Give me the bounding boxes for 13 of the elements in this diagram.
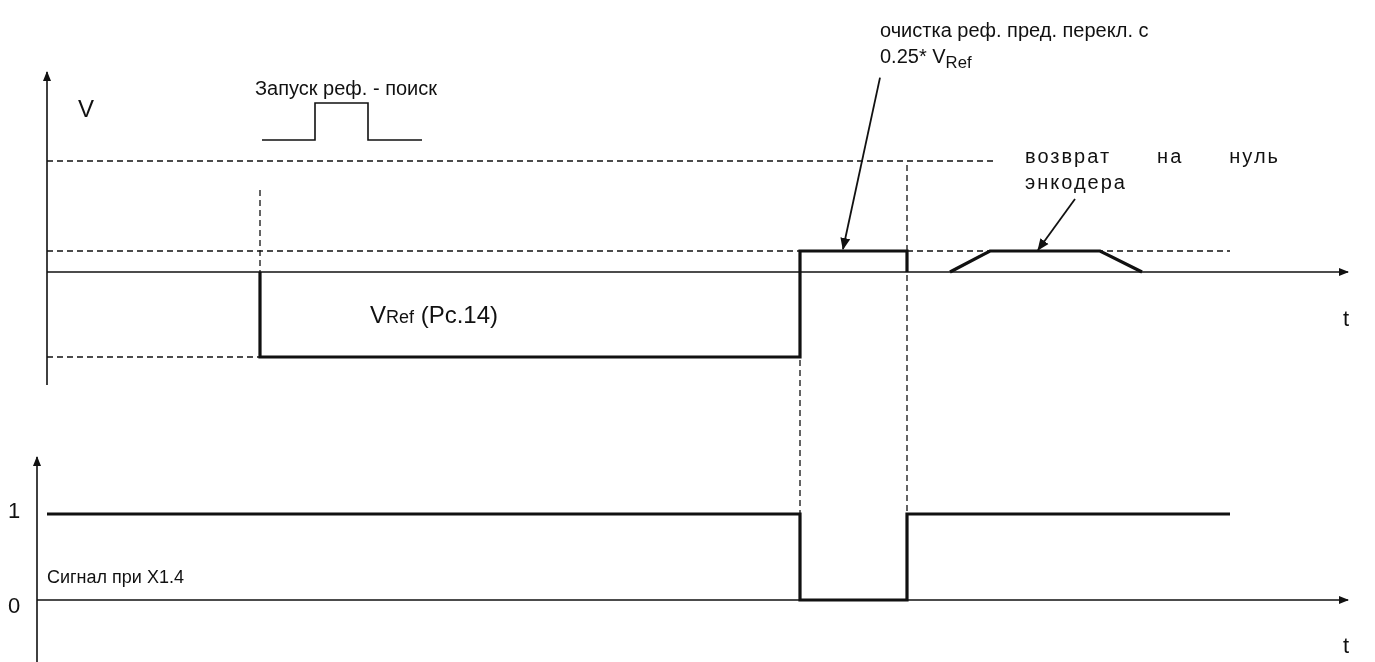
leader-line: [840, 76, 881, 250]
reference-waveform: [258, 249, 909, 359]
annotation-text: очистка реф. пред. перекл. с 0.25* V$_{Ref}$: [880, 17, 1180, 74]
leader-line: [1037, 198, 1076, 251]
axis-label: t: [1343, 632, 1350, 660]
level-label: 1: [8, 497, 21, 525]
ramp-waveform: [949, 249, 1143, 274]
annotation-text: Запуск реф. - поиск: [255, 76, 438, 101]
level-label: 0: [8, 592, 21, 620]
annotation-text: возврат на нуль энкодера: [1025, 143, 1280, 195]
axis-label: V: [78, 94, 94, 124]
signal-label: Сигнал при X1.4: [47, 566, 184, 589]
axis-label: t: [1343, 305, 1350, 333]
